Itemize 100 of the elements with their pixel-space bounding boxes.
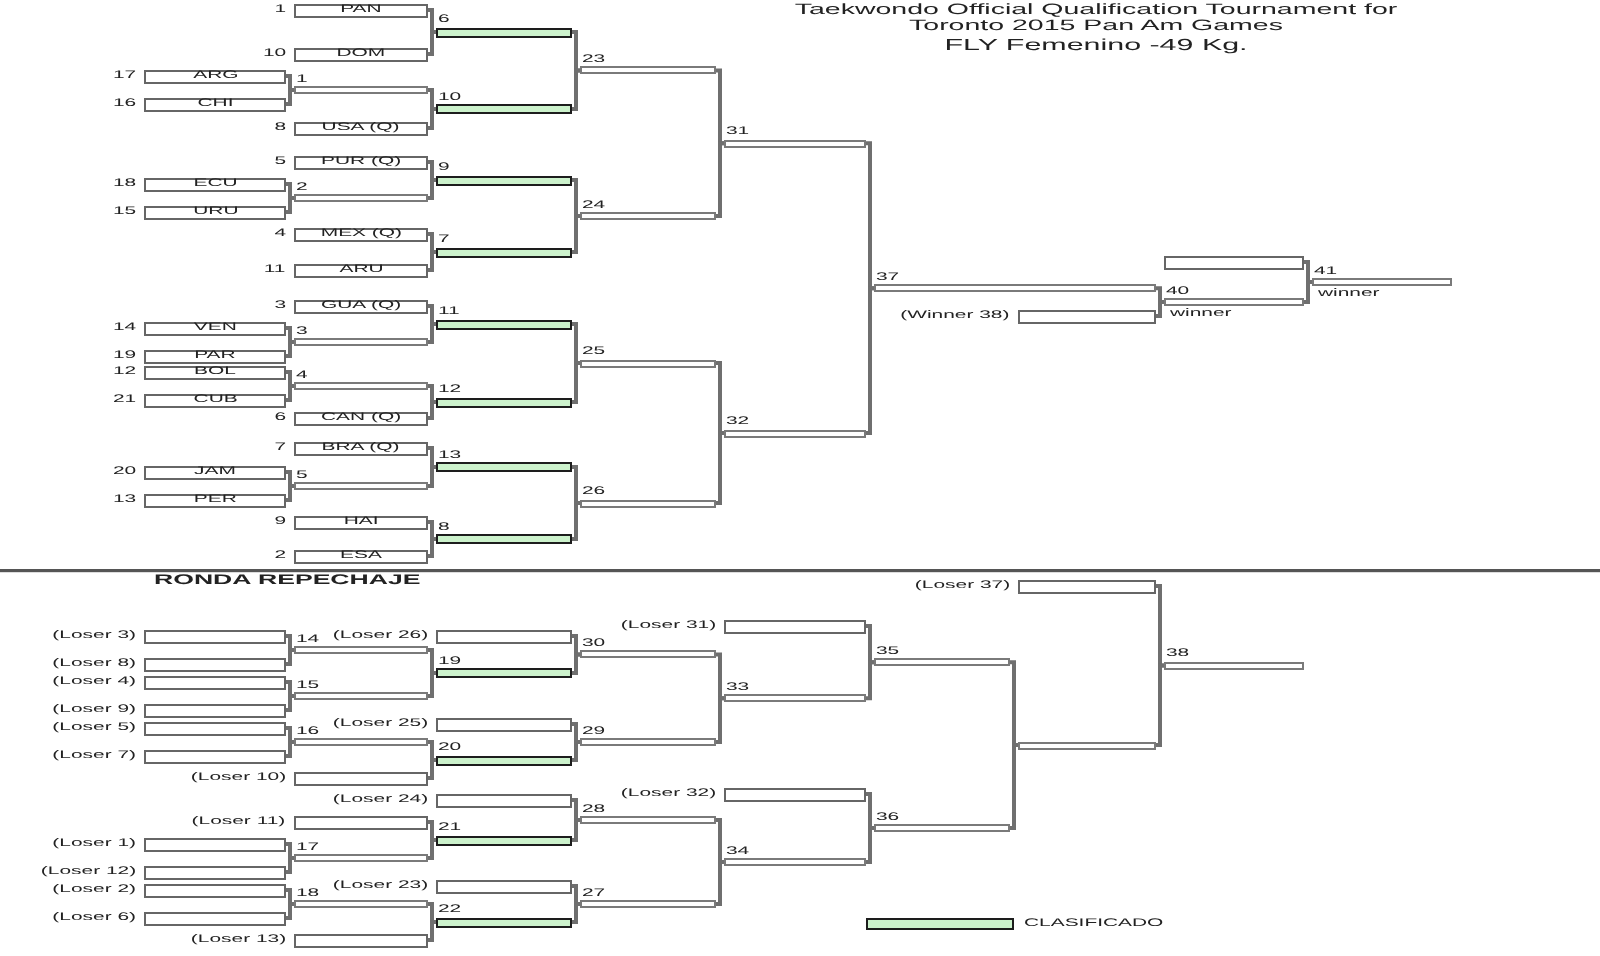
winner-slot (294, 86, 428, 94)
qualified-slot (436, 755, 572, 765)
empty-slot (1164, 255, 1304, 269)
bracket-line (572, 818, 580, 842)
winner-slot (294, 382, 428, 390)
qualified-slot (436, 319, 572, 329)
empty-slot (144, 837, 286, 851)
empty-slot (436, 717, 572, 731)
empty-slot (144, 911, 286, 925)
bracket-line (428, 671, 436, 698)
bracket-line (428, 322, 436, 344)
bracket-line (716, 141, 724, 218)
empty-slot (1018, 309, 1156, 323)
bracket-line (286, 484, 294, 502)
winner-slot (580, 650, 716, 659)
qualified-slot (436, 175, 572, 185)
empty-slot (144, 865, 286, 879)
bracket-line (572, 501, 580, 541)
bracket-line (428, 537, 436, 558)
subtitle: FLY Femenino -49 Kg. (944, 38, 1248, 55)
empty-slot (294, 815, 428, 829)
bracket-line (1156, 300, 1164, 318)
empty-slot (144, 657, 286, 671)
bracket-line (1304, 280, 1312, 305)
empty-slot (144, 629, 286, 643)
winner-slot (294, 738, 428, 746)
bracket-line (286, 902, 294, 920)
winner-slot (580, 499, 716, 507)
qualified-slot (436, 397, 572, 407)
bracket-line (716, 696, 724, 744)
bracket-line (716, 361, 724, 435)
bracket-line (572, 652, 580, 675)
bracket-line (428, 178, 436, 200)
empty-slot (294, 933, 428, 947)
bracket-line (286, 648, 294, 666)
bracket-line (866, 141, 874, 291)
qualified-slot (436, 462, 572, 472)
qualified-slot (436, 835, 572, 845)
bracket-line (286, 694, 294, 712)
bracket-line (572, 30, 580, 73)
qualified-slot (436, 534, 572, 544)
bracket-line (716, 431, 724, 505)
bracket-line (1010, 743, 1018, 830)
bracket-line (286, 740, 294, 758)
winner-slot (580, 738, 716, 746)
empty-slot (724, 787, 866, 801)
bracket-line (428, 107, 436, 130)
bracket-line (716, 860, 724, 906)
empty-slot (436, 793, 572, 807)
empty-slot (144, 675, 286, 689)
bracket-line (716, 68, 724, 146)
empty-slot (144, 749, 286, 763)
bracket-line (572, 214, 580, 254)
bracket-line (428, 838, 436, 860)
winner-slot (874, 824, 1010, 832)
empty-slot (294, 771, 428, 785)
winner-slot (724, 139, 866, 148)
winner-slot (294, 482, 428, 490)
empty-slot (436, 879, 572, 893)
empty-slot (144, 703, 286, 717)
bracket-line (866, 826, 874, 864)
bracket-line (1156, 663, 1164, 748)
winner-slot (1018, 741, 1156, 750)
empty-slot (1018, 579, 1156, 593)
winner-slot (1164, 298, 1304, 307)
qualified-slot (436, 668, 572, 678)
winner-slot (874, 284, 1156, 293)
bracket-line (428, 758, 436, 780)
empty-slot (724, 619, 866, 633)
bracket-line (572, 68, 580, 111)
bracket-line (428, 465, 436, 488)
qualified-slot (436, 917, 572, 927)
bracket-line (1010, 660, 1018, 748)
winner-slot (724, 858, 866, 866)
winner-slot (580, 816, 716, 824)
bracket-line (286, 856, 294, 874)
bracket-line (572, 740, 580, 762)
winner-slot (580, 212, 716, 220)
winner-slot (294, 194, 428, 202)
winner-slot (1164, 661, 1304, 670)
bracket-line (428, 400, 436, 420)
winner-slot (874, 658, 1010, 667)
empty-slot (144, 883, 286, 897)
bracket-line (286, 340, 294, 358)
bracket-line (572, 902, 580, 924)
winner-slot (724, 429, 866, 437)
bracket-line (428, 250, 436, 272)
winner-slot (294, 692, 428, 700)
bracket-line (428, 920, 436, 942)
winner-slot (294, 646, 428, 654)
winner-slot (580, 66, 716, 75)
bracket-line (286, 88, 294, 106)
winner-slot (294, 854, 428, 862)
winner-slot (294, 338, 428, 346)
empty-slot (436, 629, 572, 643)
qualified-slot (436, 27, 572, 37)
bracket-line (866, 286, 874, 435)
bracket-line (286, 196, 294, 214)
empty-slot (144, 721, 286, 735)
bracket-line (866, 660, 874, 701)
